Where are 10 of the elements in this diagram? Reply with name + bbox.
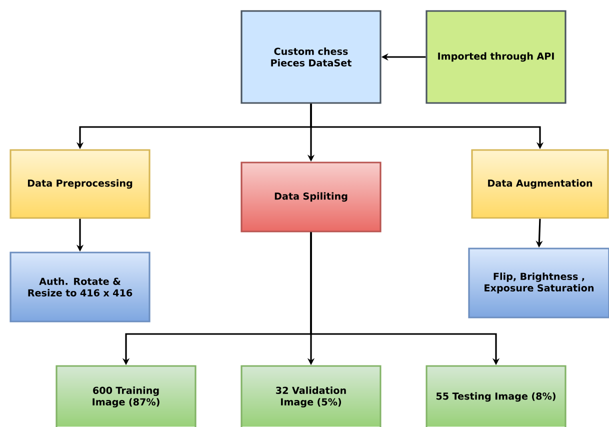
result-box: 55 Testing Image (8%): [426, 365, 566, 427]
process-box: Data Augmentation: [471, 149, 609, 219]
process-box: Flip, Brightness , Exposure Saturation: [468, 248, 609, 318]
dataset-box: Custom chess Pieces DataSet: [240, 10, 382, 104]
result-box: 600 Training Image (87%): [56, 365, 196, 427]
result-box: 32 Validation Image (5%): [240, 365, 382, 427]
process-box: Data Spiliting: [240, 162, 382, 232]
source-box: Imported through API: [426, 10, 566, 104]
process-box: Data Preprocessing: [10, 149, 150, 219]
process-box: Auth. Rotate & Resize to 416 x 416: [10, 252, 150, 322]
